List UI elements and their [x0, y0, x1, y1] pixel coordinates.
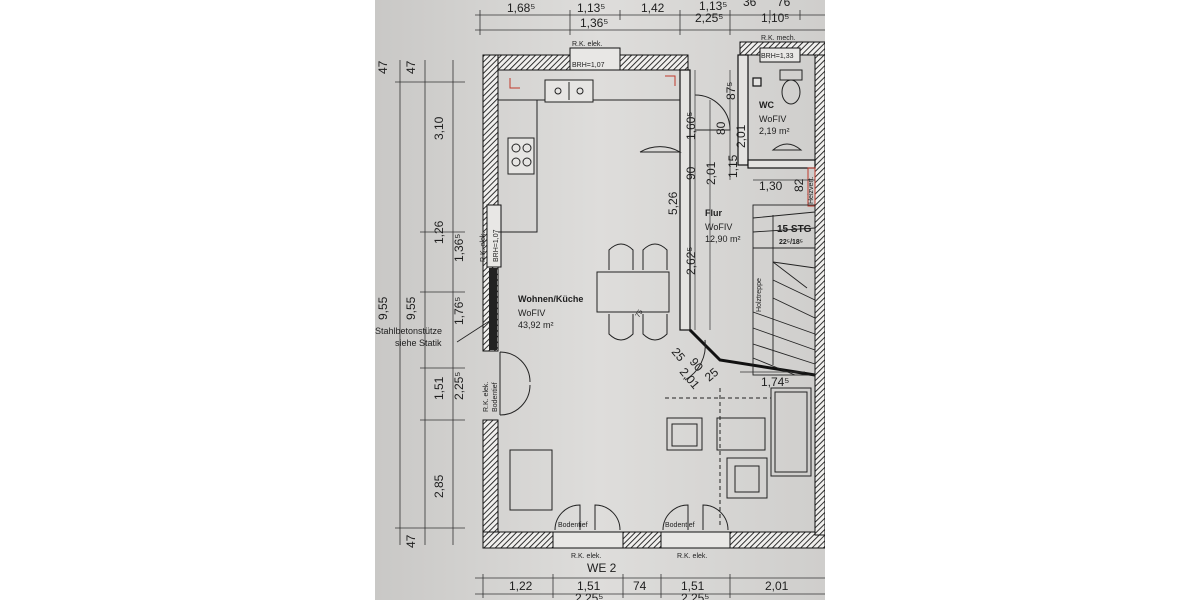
bodentief-bottom-1: Bodentief [558, 522, 588, 529]
interior-dimension-lines [694, 70, 815, 373]
top-dimension-lines [475, 10, 825, 35]
top-dim-6: 76 [777, 0, 791, 9]
dim-82: 82 [792, 178, 806, 192]
left-dim-2255: 2,25⁵ [452, 372, 466, 400]
top-dim-1: 1,68⁵ [507, 1, 535, 15]
living-furniture [509, 387, 812, 525]
top-dim-4: 1,13⁵ [699, 0, 727, 13]
floor-plan: 1,68⁵ 1,13⁵ 1,42 1,13⁵ 36 76 1,36⁵ 2,25⁵… [375, 0, 825, 600]
dim-130: 1,30 [759, 179, 783, 193]
bottom-dim-2: 1,51 [577, 579, 601, 593]
bottom-dim-1: 1,22 [509, 579, 533, 593]
bottom-dim-5: 2,01 [765, 579, 789, 593]
window-brh-top: BRH=1,07 [572, 62, 605, 69]
dim-115: 1,15 [726, 154, 740, 178]
bodentief-bottom-2: Bodentief [665, 522, 695, 529]
windows [486, 47, 801, 549]
dim-80: 80 [714, 121, 728, 135]
door-bodentief-left: Bodentief [492, 382, 499, 412]
heating-marker [807, 167, 816, 207]
window-label-wc: R.K. mech. [761, 35, 796, 42]
staircase [752, 204, 816, 376]
wc-fixtures [771, 69, 803, 151]
dim-90a: 90 [684, 166, 698, 180]
window-label-top: R.K. elek. [572, 41, 602, 48]
stairs-ratio: 22⁵/18⁵ [779, 239, 803, 246]
left-dim-1765: 1,76⁵ [452, 297, 466, 325]
top-dim-5: 36 [743, 0, 757, 9]
window-label-left: R.K. elek. [480, 232, 487, 262]
top-dim-7: 1,36⁵ [580, 16, 608, 30]
door-label-left: R.K. elek. [483, 382, 490, 412]
left-dim-47-top: 47 [376, 60, 390, 74]
rk-elek-bottom-2: R.K. elek. [677, 553, 707, 560]
room-area-wohnen: 43,92 m² [518, 320, 554, 330]
dining-set [596, 243, 670, 341]
room-name-wohnen: Wohnen/Küche [518, 294, 583, 304]
room-area-wc: 2,19 m² [759, 126, 790, 136]
room-area-flur: 12,90 m² [705, 234, 741, 244]
dim-160: 1,60⁵ [684, 112, 698, 140]
bottom-dim-4: 1,51 [681, 579, 705, 593]
top-dim-8: 2,25⁵ [695, 11, 723, 25]
top-dim-2: 1,13⁵ [577, 1, 605, 15]
dim-201a: 2,01 [704, 161, 718, 185]
kitchen-counter [498, 79, 680, 233]
room-type-flur: WoFIV [705, 222, 732, 232]
left-dimension-lines [395, 60, 465, 545]
left-dim-285: 2,85 [432, 474, 446, 498]
bottom-dimension-lines [475, 574, 825, 598]
dim-875: 87⁵ [724, 82, 738, 100]
room-type-wohnen: WoFIV [518, 308, 545, 318]
left-dim-47-bottom: 47 [404, 534, 418, 548]
column-note-leader [456, 319, 492, 343]
rk-elek-bottom-1: R.K. elek. [571, 553, 601, 560]
steel-column-wall [489, 268, 497, 350]
floor-plan-photo: 1,68⁵ 1,13⁵ 1,42 1,13⁵ 36 76 1,36⁵ 2,25⁵… [375, 0, 825, 600]
room-name-flur: Flur [705, 208, 722, 218]
left-dim-151: 1,51 [432, 376, 446, 400]
unit-label: WE 2 [587, 561, 617, 575]
dim-201b: 2,01 [734, 124, 748, 148]
red-marker-2 [665, 75, 676, 86]
left-dim-955-outer: 9,55 [376, 296, 390, 320]
room-name-wc: WC [759, 100, 774, 110]
column-note-2: siehe Statik [395, 338, 442, 348]
left-dim-126: 1,26 [432, 220, 446, 244]
window-brh-wc: BRH=1,33 [761, 53, 794, 60]
bottom-dim-3: 74 [633, 579, 647, 593]
doors [499, 94, 731, 531]
top-dim-9: 1,10⁵ [761, 11, 789, 25]
bottom-dim-6: 2,25⁵ [575, 591, 603, 600]
dim-174: 1,74⁵ [761, 375, 789, 389]
bottom-dim-7: 2,25⁵ [681, 591, 709, 600]
vert-label: Heizvert. [808, 176, 815, 204]
dim-262: 2,62⁵ [684, 247, 698, 275]
left-dim-1365: 1,36⁵ [452, 234, 466, 262]
top-dim-3: 1,42 [641, 1, 665, 15]
left-dim-47: 47 [404, 60, 418, 74]
dim-75: 75 [635, 309, 645, 319]
dim-526: 5,26 [666, 191, 680, 215]
left-dim-310: 3,10 [432, 116, 446, 140]
red-marker-1 [509, 78, 520, 89]
left-dim-955: 9,55 [404, 296, 418, 320]
stairs-count: 15 STG [777, 224, 812, 235]
column-note-1: Stahlbetonstütze [375, 326, 442, 336]
stairs-material: Holztreppe [756, 278, 763, 312]
window-brh-left: BRH=1,07 [493, 229, 500, 262]
room-type-wc: WoFIV [759, 114, 786, 124]
